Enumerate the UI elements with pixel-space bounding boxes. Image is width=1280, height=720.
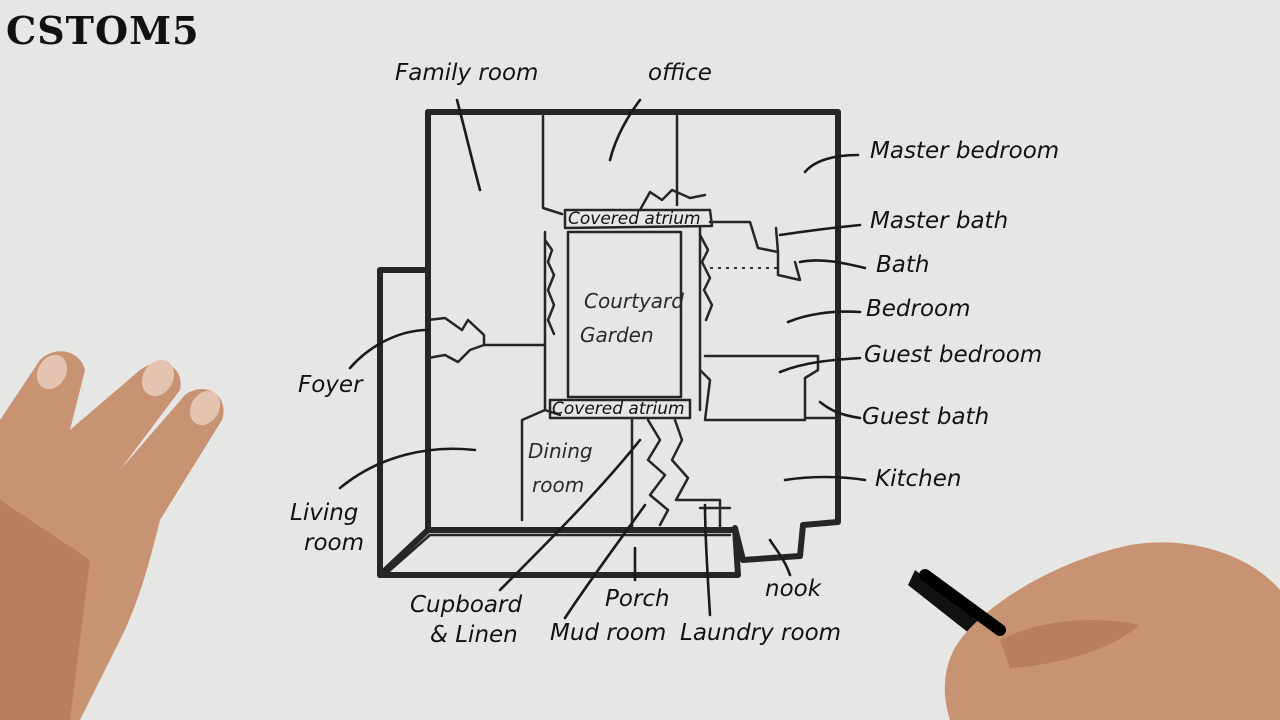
- label-foyer: Foyer: [298, 372, 364, 398]
- label-living-line2: room: [304, 530, 364, 556]
- label-bath: Bath: [876, 252, 929, 278]
- label-porch: Porch: [605, 586, 670, 612]
- label-covered-atrium-bottom: Covered atrium: [552, 399, 685, 419]
- label-nook: nook: [765, 576, 823, 602]
- label-covered-atrium-top: Covered atrium: [568, 209, 701, 229]
- interior-walls: [426, 114, 840, 532]
- label-office: office: [648, 60, 712, 86]
- label-master-bath: Master bath: [870, 208, 1008, 234]
- label-garden: Garden: [580, 323, 654, 347]
- label-mud-room: Mud room: [550, 620, 666, 646]
- label-dining-line1: Dining: [528, 439, 593, 463]
- label-courtyard: Courtyard: [584, 289, 684, 313]
- label-family-room: Family room: [395, 60, 538, 86]
- left-hand-illustration: [0, 351, 224, 720]
- label-bedroom: Bedroom: [866, 296, 971, 322]
- label-cupboard-line1: Cupboard: [410, 592, 522, 618]
- label-guest-bath: Guest bath: [862, 404, 989, 430]
- label-master-bedroom: Master bedroom: [870, 138, 1059, 164]
- label-living-line1: Living: [290, 500, 358, 526]
- channel-logo-text: CSTOM5: [6, 8, 200, 53]
- label-guest-bedroom: Guest bedroom: [864, 342, 1042, 368]
- label-laundry-room: Laundry room: [680, 620, 841, 646]
- label-cupboard-line2: & Linen: [430, 622, 518, 648]
- label-dining-line2: room: [532, 473, 584, 497]
- label-kitchen: Kitchen: [875, 466, 961, 492]
- label-leader-lines: [338, 98, 867, 620]
- right-hand-with-pen-illustration: [908, 542, 1280, 720]
